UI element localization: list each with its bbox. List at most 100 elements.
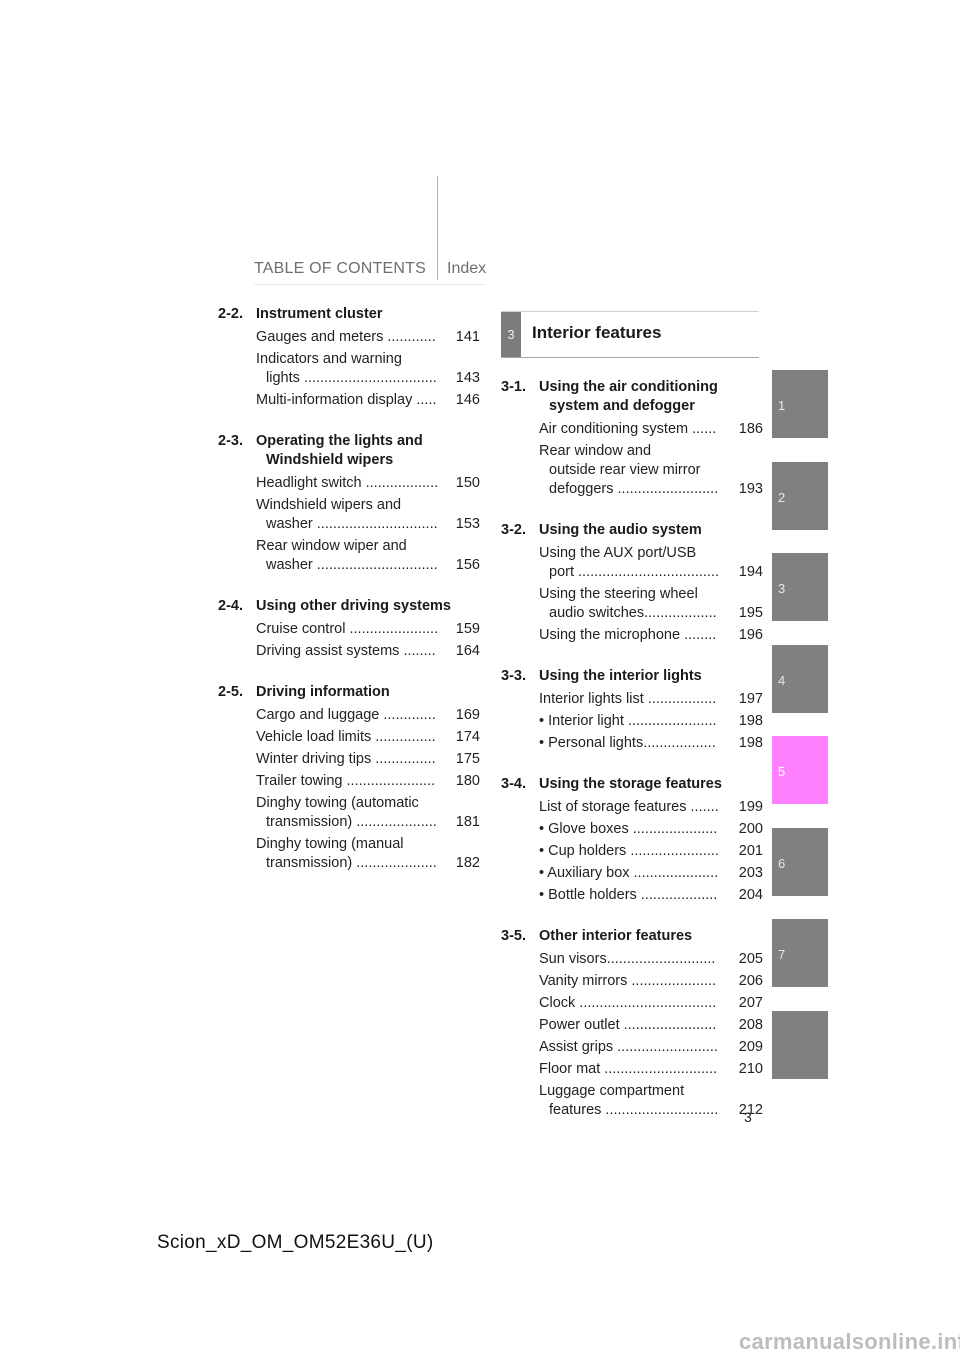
entry-title: Multi-information display ..... bbox=[256, 391, 452, 410]
section-number: 3-4. bbox=[501, 776, 526, 792]
section-heading[interactable]: 3-2.Using the audio system bbox=[501, 521, 763, 540]
section-heading[interactable]: 3-4. Using the storage features bbox=[501, 775, 763, 794]
toc-entry[interactable]: Clock ..................................… bbox=[539, 994, 763, 1013]
table-of-contents-link[interactable]: TABLE OF CONTENTS bbox=[254, 260, 427, 277]
section-heading[interactable]: 3-1. Using the air conditioning system and… bbox=[501, 378, 763, 416]
toc-entry[interactable]: Air conditioning system ......186 bbox=[539, 420, 763, 439]
entry-page-number: 195 bbox=[738, 605, 763, 621]
section-title-line: Windshield wipers bbox=[266, 452, 394, 468]
section-heading[interactable]: 3-3.Using the interior lights bbox=[501, 667, 763, 686]
toc-entry[interactable]: List of storage features .......199 bbox=[539, 798, 763, 817]
entry-title-line: Gauges and meters ............ bbox=[256, 329, 436, 345]
chapter-tab-label: 6 bbox=[778, 855, 786, 871]
chapter-tab[interactable]: 3 bbox=[772, 553, 828, 621]
entry-page-number: 146 bbox=[455, 392, 480, 408]
toc-entry[interactable]: • Cup holders ......................201 bbox=[539, 842, 763, 861]
toc-entry[interactable]: Sun visors...........................205 bbox=[539, 950, 763, 969]
toc-entry[interactable]: Winter driving tips ...............175 bbox=[256, 750, 480, 769]
index-link[interactable]: Index bbox=[447, 260, 487, 277]
entry-title-line: audio switches.................. bbox=[549, 605, 717, 621]
section-title-line: Using the air conditioning bbox=[539, 379, 718, 395]
toc-entry[interactable]: Power outlet .......................208 bbox=[539, 1016, 763, 1035]
entry-title-line: • Cup holders ...................... bbox=[539, 843, 719, 859]
entry-title-line: • Bottle holders ................... bbox=[539, 887, 718, 903]
toc-entry[interactable]: Trailer towing ......................180 bbox=[256, 772, 480, 791]
toc-entry[interactable]: Vanity mirrors ..................... 206 bbox=[539, 972, 763, 991]
entry-title-line: transmission) .................... bbox=[266, 855, 437, 871]
toc-entry[interactable]: Interior lights list .................19… bbox=[539, 690, 763, 709]
entry-title: • Bottle holders ................... bbox=[539, 886, 735, 905]
toc-entry[interactable]: • Personal lights..................198 bbox=[539, 734, 763, 753]
entry-title-line: Driving assist systems ........ bbox=[256, 643, 436, 659]
chapter-heading[interactable]: 3 Interior features bbox=[501, 311, 759, 358]
chapter-tab[interactable] bbox=[772, 1010, 828, 1079]
toc-entry[interactable]: Assist grips .........................20… bbox=[539, 1038, 763, 1057]
toc-entry[interactable]: Floor mat ............................21… bbox=[539, 1060, 763, 1079]
toc-entry[interactable]: Vehicle load limits ...............174 bbox=[256, 728, 480, 747]
chapter-tab[interactable]: 5 bbox=[772, 736, 828, 804]
section-heading[interactable]: 2-2.Instrument cluster bbox=[218, 305, 480, 324]
toc-entry[interactable]: Using the microphone ........196 bbox=[539, 626, 763, 645]
toc-entry[interactable]: Gauges and meters ............141 bbox=[256, 328, 480, 347]
chapter-tab[interactable]: 6 bbox=[772, 827, 828, 896]
section-title-line: Using the storage features bbox=[539, 776, 722, 792]
section-number: 2-2. bbox=[218, 306, 243, 322]
entry-page-number: 169 bbox=[455, 707, 480, 723]
toc-entry[interactable]: Cruise control ......................159 bbox=[256, 620, 480, 639]
section-heading[interactable]: 2-4.Using other driving systems bbox=[218, 597, 480, 616]
section-number: 3-3. bbox=[501, 668, 526, 684]
entry-page-number: 206 bbox=[738, 973, 763, 989]
entry-page-number: 174 bbox=[455, 729, 480, 745]
entry-title-line: Trailer towing ...................... bbox=[256, 773, 436, 789]
entry-title-line: Using the AUX port/USB bbox=[539, 545, 697, 561]
entry-title-line: Multi-information display ..... bbox=[256, 392, 437, 408]
chapter-tab[interactable]: 2 bbox=[772, 461, 828, 530]
toc-entry[interactable]: Multi-information display ..... 146 bbox=[256, 391, 480, 410]
chapter-title: Interior features bbox=[532, 323, 662, 342]
entry-page-number: 193 bbox=[738, 481, 763, 497]
right-toc-column: 3-1. Using the air conditioning system and… bbox=[501, 378, 763, 1142]
toc-entry[interactable]: Cargo and luggage .............169 bbox=[256, 706, 480, 725]
entry-title: • Auxiliary box ..................... bbox=[539, 864, 735, 883]
entry-page-number: 210 bbox=[738, 1061, 763, 1077]
toc-entry[interactable]: • Glove boxes .....................200 bbox=[539, 820, 763, 839]
toc-entry[interactable]: • Bottle holders ...................204 bbox=[539, 886, 763, 905]
entry-page-number: 198 bbox=[738, 713, 763, 729]
toc-entry[interactable]: • Auxiliary box .....................203 bbox=[539, 864, 763, 883]
entry-title-line: Rear window and bbox=[539, 443, 652, 459]
entry-page-number: 143 bbox=[455, 370, 480, 386]
entry-title: Headlight switch .................. bbox=[256, 474, 452, 493]
entry-title-line: Vanity mirrors ..................... bbox=[539, 973, 716, 989]
entry-title: Vehicle load limits ............... bbox=[256, 728, 452, 747]
entry-title-line: washer .............................. bbox=[266, 557, 438, 573]
chapter-tab-label: 3 bbox=[778, 581, 786, 596]
chapter-tab[interactable]: 7 bbox=[772, 919, 828, 987]
toc-entry[interactable]: Driving assist systems ........164 bbox=[256, 642, 480, 661]
toc-entry[interactable]: • Interior light ......................1… bbox=[539, 712, 763, 731]
chapter-tab[interactable]: 1 bbox=[772, 370, 828, 438]
section-heading[interactable]: 3-5.Other interior features bbox=[501, 927, 763, 946]
section-title-line: system and defogger bbox=[549, 398, 695, 414]
section-number: 3-1. bbox=[501, 379, 526, 395]
section-title-line: Driving information bbox=[256, 684, 390, 700]
toc-entry[interactable]: Headlight switch ..................150 bbox=[256, 474, 480, 493]
entry-title-line: • Auxiliary box ..................... bbox=[539, 865, 719, 881]
section-heading[interactable]: 2-5.Driving information bbox=[218, 683, 480, 702]
chapter-tab[interactable]: 4 bbox=[772, 644, 828, 713]
